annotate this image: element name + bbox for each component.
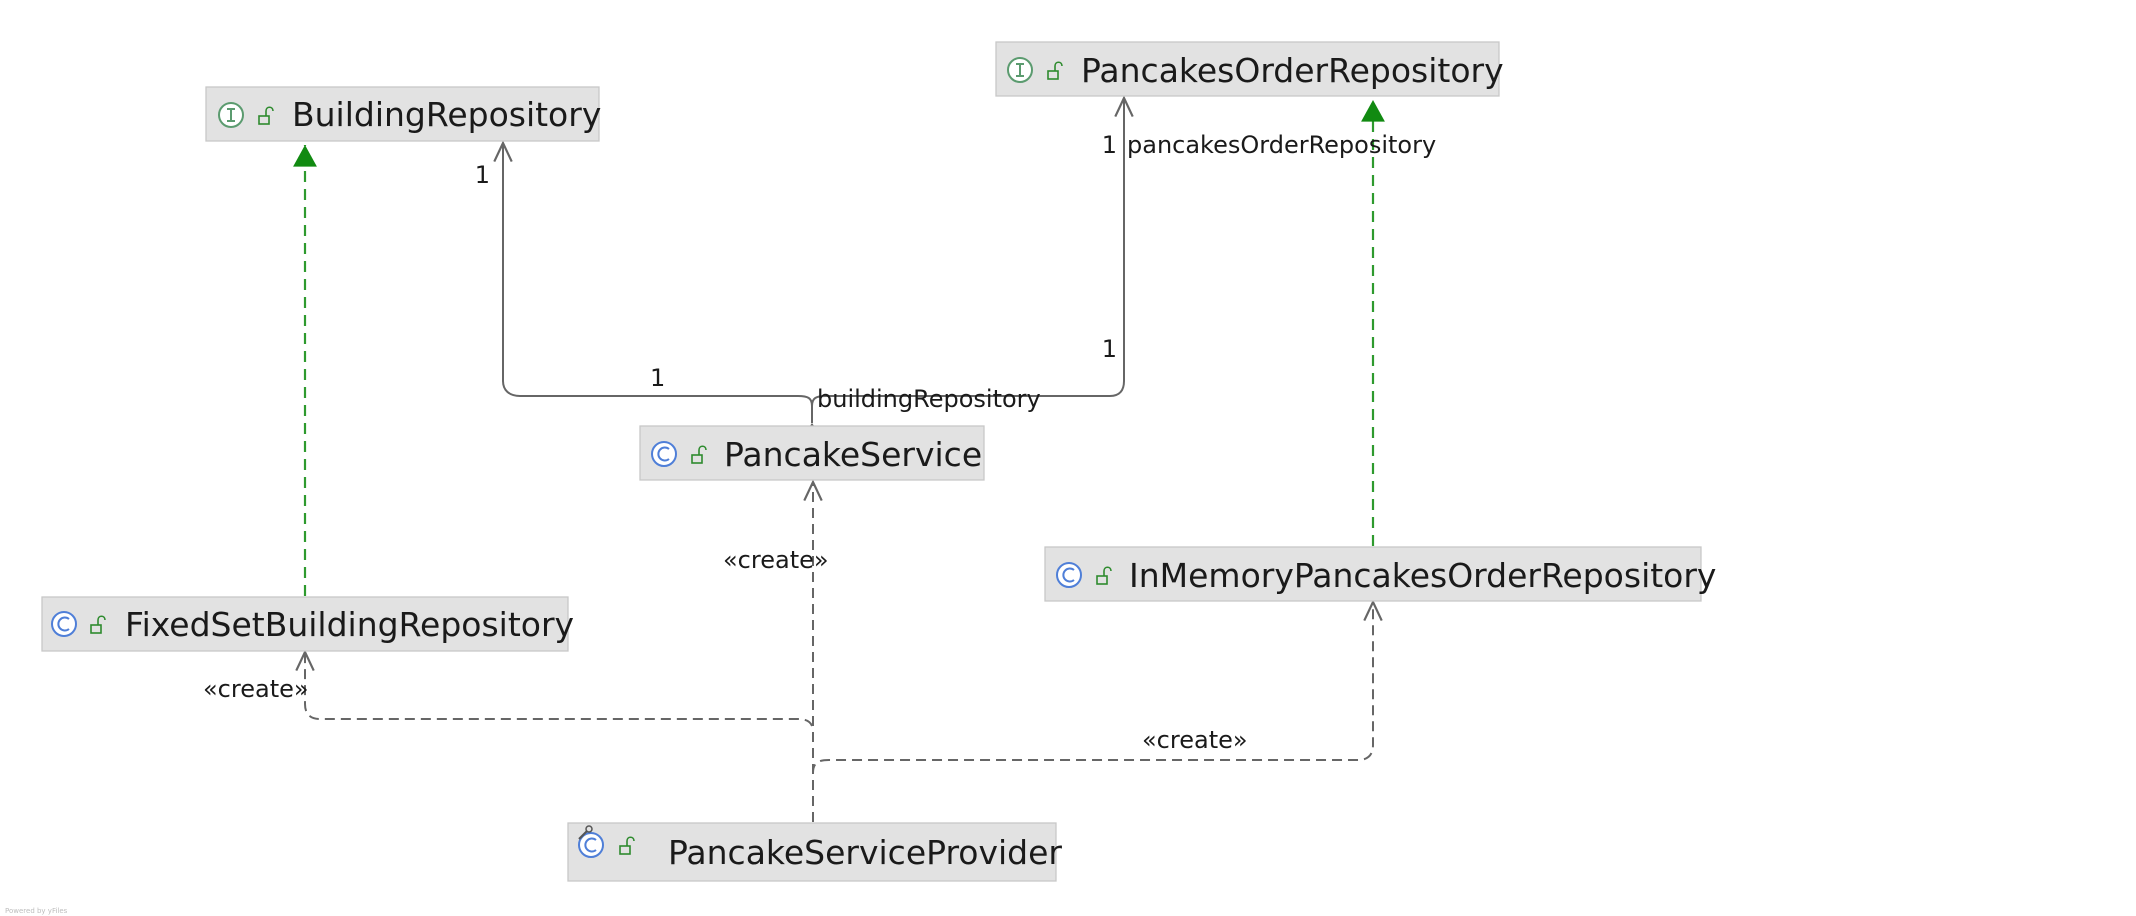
class-icon (651, 441, 677, 467)
open-lock-icon (619, 836, 635, 855)
class-name-pancakes-order-repository: PancakesOrderRepository (1081, 51, 1504, 90)
create-pancake-service-label: «create» (723, 546, 829, 574)
create-fixed-set-label: «create» (203, 675, 309, 703)
open-lock-icon (1096, 566, 1112, 585)
pancakes-order-repository-target-multiplicity: 1 (1102, 131, 1117, 159)
building-repository-role-label: buildingRepository (817, 385, 1041, 413)
class-name-pancake-service: PancakeService (724, 435, 982, 474)
open-lock-icon (90, 615, 106, 634)
open-lock-icon (258, 106, 274, 125)
edge-pancakes-order-repository-association[interactable] (811, 98, 1124, 423)
building-repository-target-multiplicity: 1 (475, 161, 490, 189)
powered-by-label: Powered by yFiles (5, 907, 68, 915)
pancakes-order-repository-role-label: pancakesOrderRepository (1127, 131, 1436, 159)
class-pancake-service[interactable]: PancakeService (639, 425, 985, 481)
class-in-memory-pancakes-order-repository[interactable]: InMemoryPancakesOrderRepository (1044, 546, 1716, 602)
class-icon (51, 611, 77, 637)
class-name-building-repository: BuildingRepository (292, 95, 601, 134)
class-icon (578, 825, 604, 858)
building-repository-source-multiplicity: 1 (650, 364, 665, 392)
interface-icon (1007, 57, 1033, 83)
edge-building-repository-association[interactable] (503, 143, 812, 423)
create-in-memory-label: «create» (1142, 726, 1248, 754)
interface-icon (218, 102, 244, 128)
class-building-repository[interactable]: BuildingRepository (205, 86, 601, 142)
class-name-pancake-service-provider: PancakeServiceProvider (668, 833, 1062, 872)
class-name-in-memory-pancakes-order-repository: InMemoryPancakesOrderRepository (1129, 556, 1716, 595)
pancakes-order-repository-source-multiplicity: 1 (1102, 335, 1117, 363)
open-lock-icon (691, 445, 707, 464)
class-pancake-service-provider[interactable]: PancakeServiceProvider (567, 822, 1062, 882)
edge-create-in-memory[interactable] (812, 602, 1373, 822)
class-icon (1056, 562, 1082, 588)
open-lock-icon (1047, 61, 1063, 80)
class-fixed-set-building-repository[interactable]: FixedSetBuildingRepository (41, 596, 574, 652)
class-name-fixed-set-building-repository: FixedSetBuildingRepository (125, 605, 574, 644)
edge-create-fixed-set[interactable] (305, 652, 814, 822)
class-pancakes-order-repository[interactable]: PancakesOrderRepository (995, 41, 1504, 97)
